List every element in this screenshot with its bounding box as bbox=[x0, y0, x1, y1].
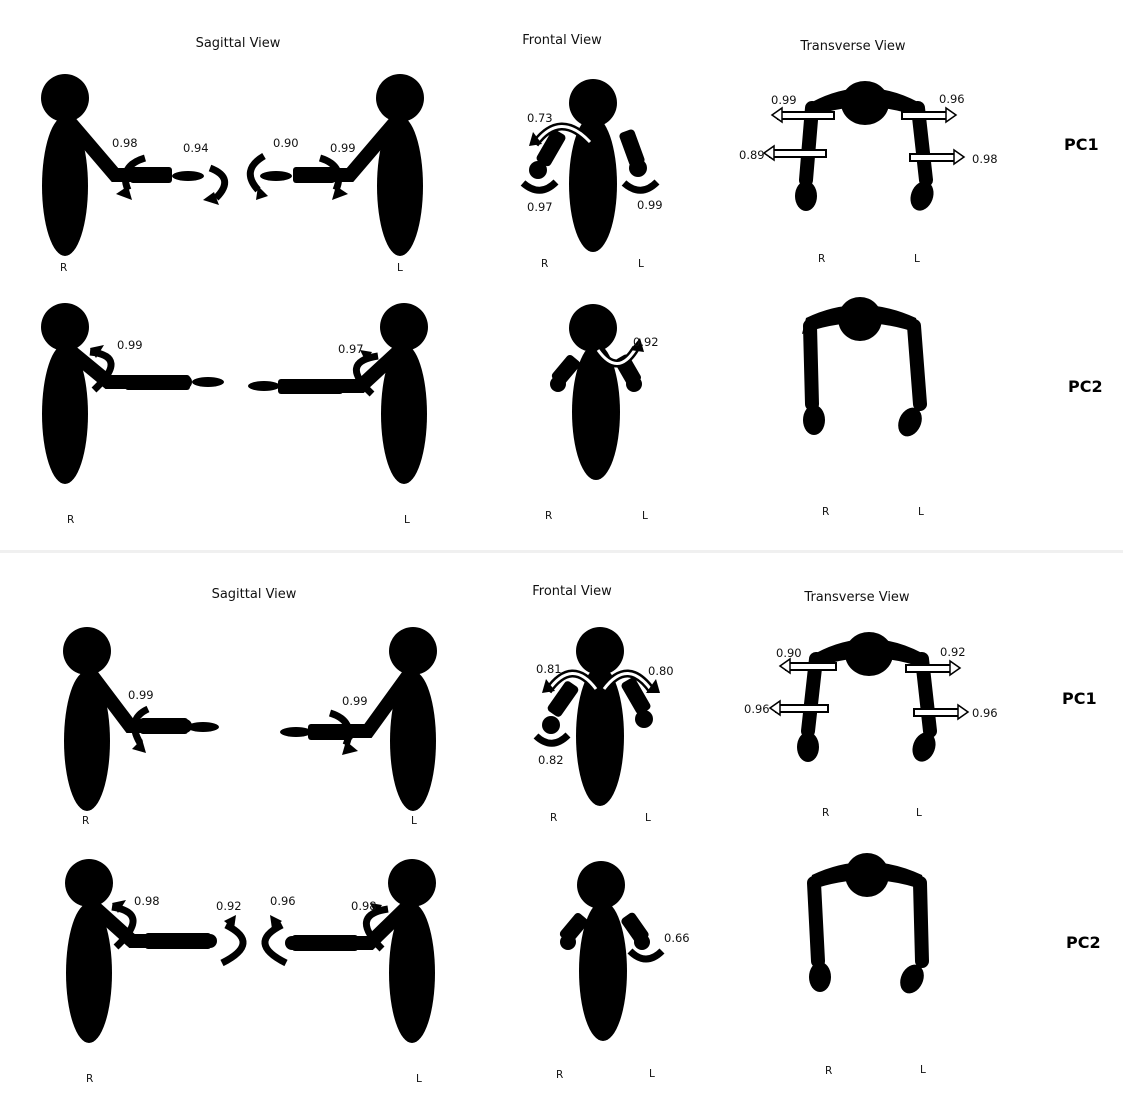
side-label-r: R bbox=[550, 812, 557, 824]
pc1-transverse-figure bbox=[795, 81, 937, 214]
pc1-sagittal-value: 0.94 bbox=[183, 141, 209, 155]
sagittal-view-title: Sagittal View bbox=[212, 587, 297, 602]
pc1-sagittal-figure-left bbox=[280, 627, 437, 811]
pc1-frontal-value: 0.73 bbox=[527, 111, 553, 125]
side-label-l: L bbox=[638, 258, 644, 270]
side-label-r: R bbox=[818, 253, 825, 265]
pc2-frontal-value: 0.92 bbox=[633, 335, 659, 349]
pc2-sagittal-value: 0.92 bbox=[216, 899, 242, 913]
pc1-frontal-figure bbox=[529, 79, 647, 252]
pc1-sagittal-value: 0.99 bbox=[128, 688, 154, 702]
pc1-sagittal-figure-right bbox=[63, 627, 219, 811]
rotation-arrow-icon bbox=[523, 182, 556, 190]
pc2-sagittal-figure-left bbox=[248, 303, 428, 484]
frontal-view-title: Frontal View bbox=[522, 33, 602, 48]
pc1-frontal-value: 0.81 bbox=[536, 662, 562, 676]
pc2-sagittal-value: 0.98 bbox=[134, 894, 160, 908]
pc1-transverse-value: 0.99 bbox=[771, 93, 797, 107]
side-label-r: R bbox=[541, 258, 548, 270]
side-label-l: L bbox=[918, 506, 924, 518]
pc2-sagittal-figure-right bbox=[41, 303, 224, 484]
rotation-arrow-icon bbox=[265, 925, 286, 963]
pc1-frontal-value: 0.97 bbox=[527, 200, 553, 214]
rotation-arrow-icon bbox=[536, 735, 568, 743]
panel-bottom: Sagittal View Frontal View Transverse Vi… bbox=[0, 553, 1123, 1099]
side-label-l: L bbox=[416, 1073, 422, 1085]
panel-top: Sagittal View Frontal View Transverse Vi… bbox=[0, 0, 1123, 550]
frontal-view-title: Frontal View bbox=[532, 584, 612, 599]
pc2-label: PC2 bbox=[1068, 377, 1103, 396]
pc2-transverse-figure bbox=[808, 853, 928, 997]
side-label-r: R bbox=[82, 815, 89, 827]
pc2-sagittal-figure-right bbox=[65, 859, 211, 1043]
side-label-r: R bbox=[556, 1069, 563, 1081]
side-label-l: L bbox=[404, 514, 410, 526]
side-label-r: R bbox=[67, 514, 74, 526]
pc1-transverse-value: 0.90 bbox=[776, 646, 802, 660]
side-label-r: R bbox=[86, 1073, 93, 1085]
rotation-arrow-icon bbox=[624, 182, 657, 190]
pc2-sagittal-figure-left bbox=[292, 859, 436, 1043]
rotation-arrow-icon bbox=[250, 156, 264, 190]
pc1-sagittal-value: 0.90 bbox=[273, 136, 299, 150]
pc1-transverse-figure bbox=[797, 632, 939, 765]
transverse-view-title: Transverse View bbox=[803, 590, 910, 605]
pc1-transverse-value: 0.96 bbox=[939, 92, 965, 106]
pc1-sagittal-figure-right bbox=[41, 74, 204, 256]
side-label-l: L bbox=[645, 812, 651, 824]
transverse-view-title: Transverse View bbox=[799, 39, 906, 54]
pc2-transverse-figure bbox=[802, 297, 926, 440]
side-label-r: R bbox=[60, 262, 67, 274]
side-label-l: L bbox=[397, 262, 403, 274]
pc1-sagittal-value: 0.99 bbox=[330, 141, 356, 155]
pc1-label: PC1 bbox=[1064, 135, 1099, 154]
pc1-transverse-value: 0.96 bbox=[972, 706, 998, 720]
pc2-frontal-value: 0.66 bbox=[664, 931, 690, 945]
side-label-r: R bbox=[825, 1065, 832, 1077]
pc2-frontal-figure bbox=[558, 861, 650, 1041]
pc2-sagittal-value: 0.98 bbox=[351, 899, 377, 913]
pc1-frontal-value: 0.82 bbox=[538, 753, 564, 767]
pc1-frontal-value: 0.99 bbox=[637, 198, 663, 212]
side-label-l: L bbox=[916, 807, 922, 819]
pc2-label: PC2 bbox=[1066, 933, 1101, 952]
panel-top-diagram: Sagittal View Frontal View Transverse Vi… bbox=[0, 0, 1123, 550]
side-label-r: R bbox=[822, 807, 829, 819]
side-label-l: L bbox=[920, 1064, 926, 1076]
pc2-sagittal-value: 0.99 bbox=[117, 338, 143, 352]
side-label-r: R bbox=[545, 510, 552, 522]
pc2-sagittal-value: 0.96 bbox=[270, 894, 296, 908]
pc1-label: PC1 bbox=[1062, 689, 1097, 708]
side-label-l: L bbox=[914, 253, 920, 265]
pc1-sagittal-value: 0.99 bbox=[342, 694, 368, 708]
pc1-transverse-value: 0.96 bbox=[744, 702, 770, 716]
panel-bottom-diagram: Sagittal View Frontal View Transverse Vi… bbox=[0, 553, 1123, 1099]
pc1-transverse-value: 0.98 bbox=[972, 152, 998, 166]
side-label-r: R bbox=[822, 506, 829, 518]
pc1-transverse-value: 0.89 bbox=[739, 148, 765, 162]
pc1-sagittal-figure-left bbox=[260, 74, 424, 256]
pc1-frontal-figure bbox=[542, 627, 653, 806]
rotation-arrow-icon bbox=[630, 951, 662, 959]
pc2-sagittal-value: 0.97 bbox=[338, 342, 364, 356]
pc1-sagittal-value: 0.98 bbox=[112, 136, 138, 150]
side-label-l: L bbox=[649, 1068, 655, 1080]
pc2-frontal-figure bbox=[550, 304, 642, 480]
side-label-l: L bbox=[642, 510, 648, 522]
pc1-transverse-value: 0.92 bbox=[940, 645, 966, 659]
rotation-arrow-icon bbox=[222, 925, 243, 963]
pc1-frontal-value: 0.80 bbox=[648, 664, 674, 678]
sagittal-view-title: Sagittal View bbox=[196, 36, 281, 51]
side-label-l: L bbox=[411, 815, 417, 827]
